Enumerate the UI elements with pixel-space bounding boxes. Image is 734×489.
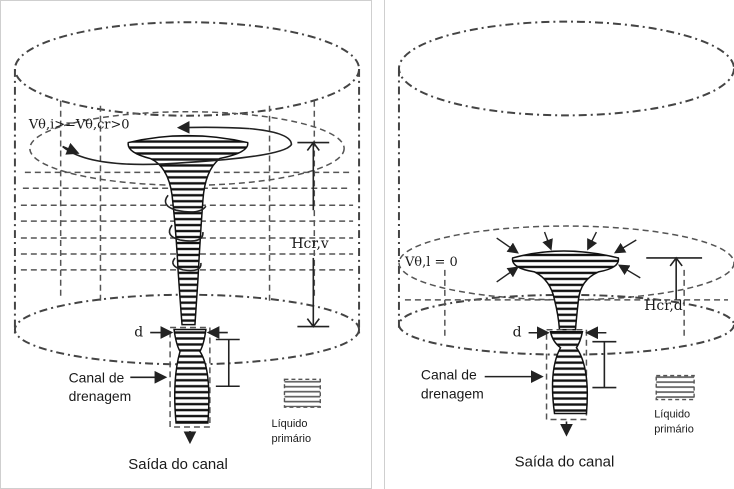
right-vortex-funnel [511, 250, 620, 331]
right-diagram: Vθ,l = 0 Hcr,d d Canal de drenage [397, 20, 734, 470]
left-diagram: Vθ,i>=Vθ,cr>0 Hcr,v d [13, 21, 361, 473]
left-liquid-label-line2: primário [272, 433, 312, 445]
right-diameter-label: d [513, 325, 522, 341]
right-outlet-label: Saída do canal [515, 453, 615, 470]
left-diagram-panel: Vθ,i>=Vθ,cr>0 Hcr,v d [0, 0, 372, 489]
right-free-surface-ellipse [398, 225, 734, 301]
right-primary-liquid-swatch [655, 374, 695, 401]
swirl-spiral [62, 121, 293, 272]
left-diameter-label: d [134, 325, 143, 341]
left-outlet-label: Saída do canal [128, 457, 227, 473]
right-channel-label-line2: drenagem [421, 386, 484, 402]
right-liquid-label-line2: primário [654, 423, 694, 435]
right-channel-dimension [592, 340, 617, 389]
left-height-label: Hcr,v [291, 236, 328, 252]
left-velocity-label: Vθ,i>=Vθ,cr>0 [28, 118, 130, 133]
right-height-dimension: Hcr,d [644, 256, 703, 314]
vortex-funnel [127, 134, 249, 326]
left-height-dimension: Hcr,v [291, 141, 330, 328]
left-primary-liquid-swatch [283, 378, 321, 408]
left-channel-label-line2: drenagem [69, 388, 132, 404]
right-liquid-label-line1: Líquido [654, 409, 690, 421]
left-drainage-channel [169, 326, 211, 445]
right-radial-arrows [496, 231, 641, 283]
tank-grid-lines [20, 100, 354, 305]
left-channel-dimension [215, 338, 240, 388]
right-velocity-label: Vθ,l = 0 [404, 255, 458, 270]
right-diameter-marker: d [513, 325, 607, 341]
right-drainage-channel [545, 329, 589, 437]
left-liquid-label-line1: Líquido [272, 418, 308, 430]
left-diameter-marker: d [134, 325, 228, 341]
left-channel-label-line1: Canal de [69, 369, 125, 385]
right-channel-label-line1: Canal de [421, 367, 477, 383]
right-diagram-panel: Vθ,l = 0 Hcr,d d Canal de drenage [384, 0, 734, 489]
right-height-label: Hcr,d [644, 298, 683, 314]
free-surface-ellipse [29, 110, 345, 187]
